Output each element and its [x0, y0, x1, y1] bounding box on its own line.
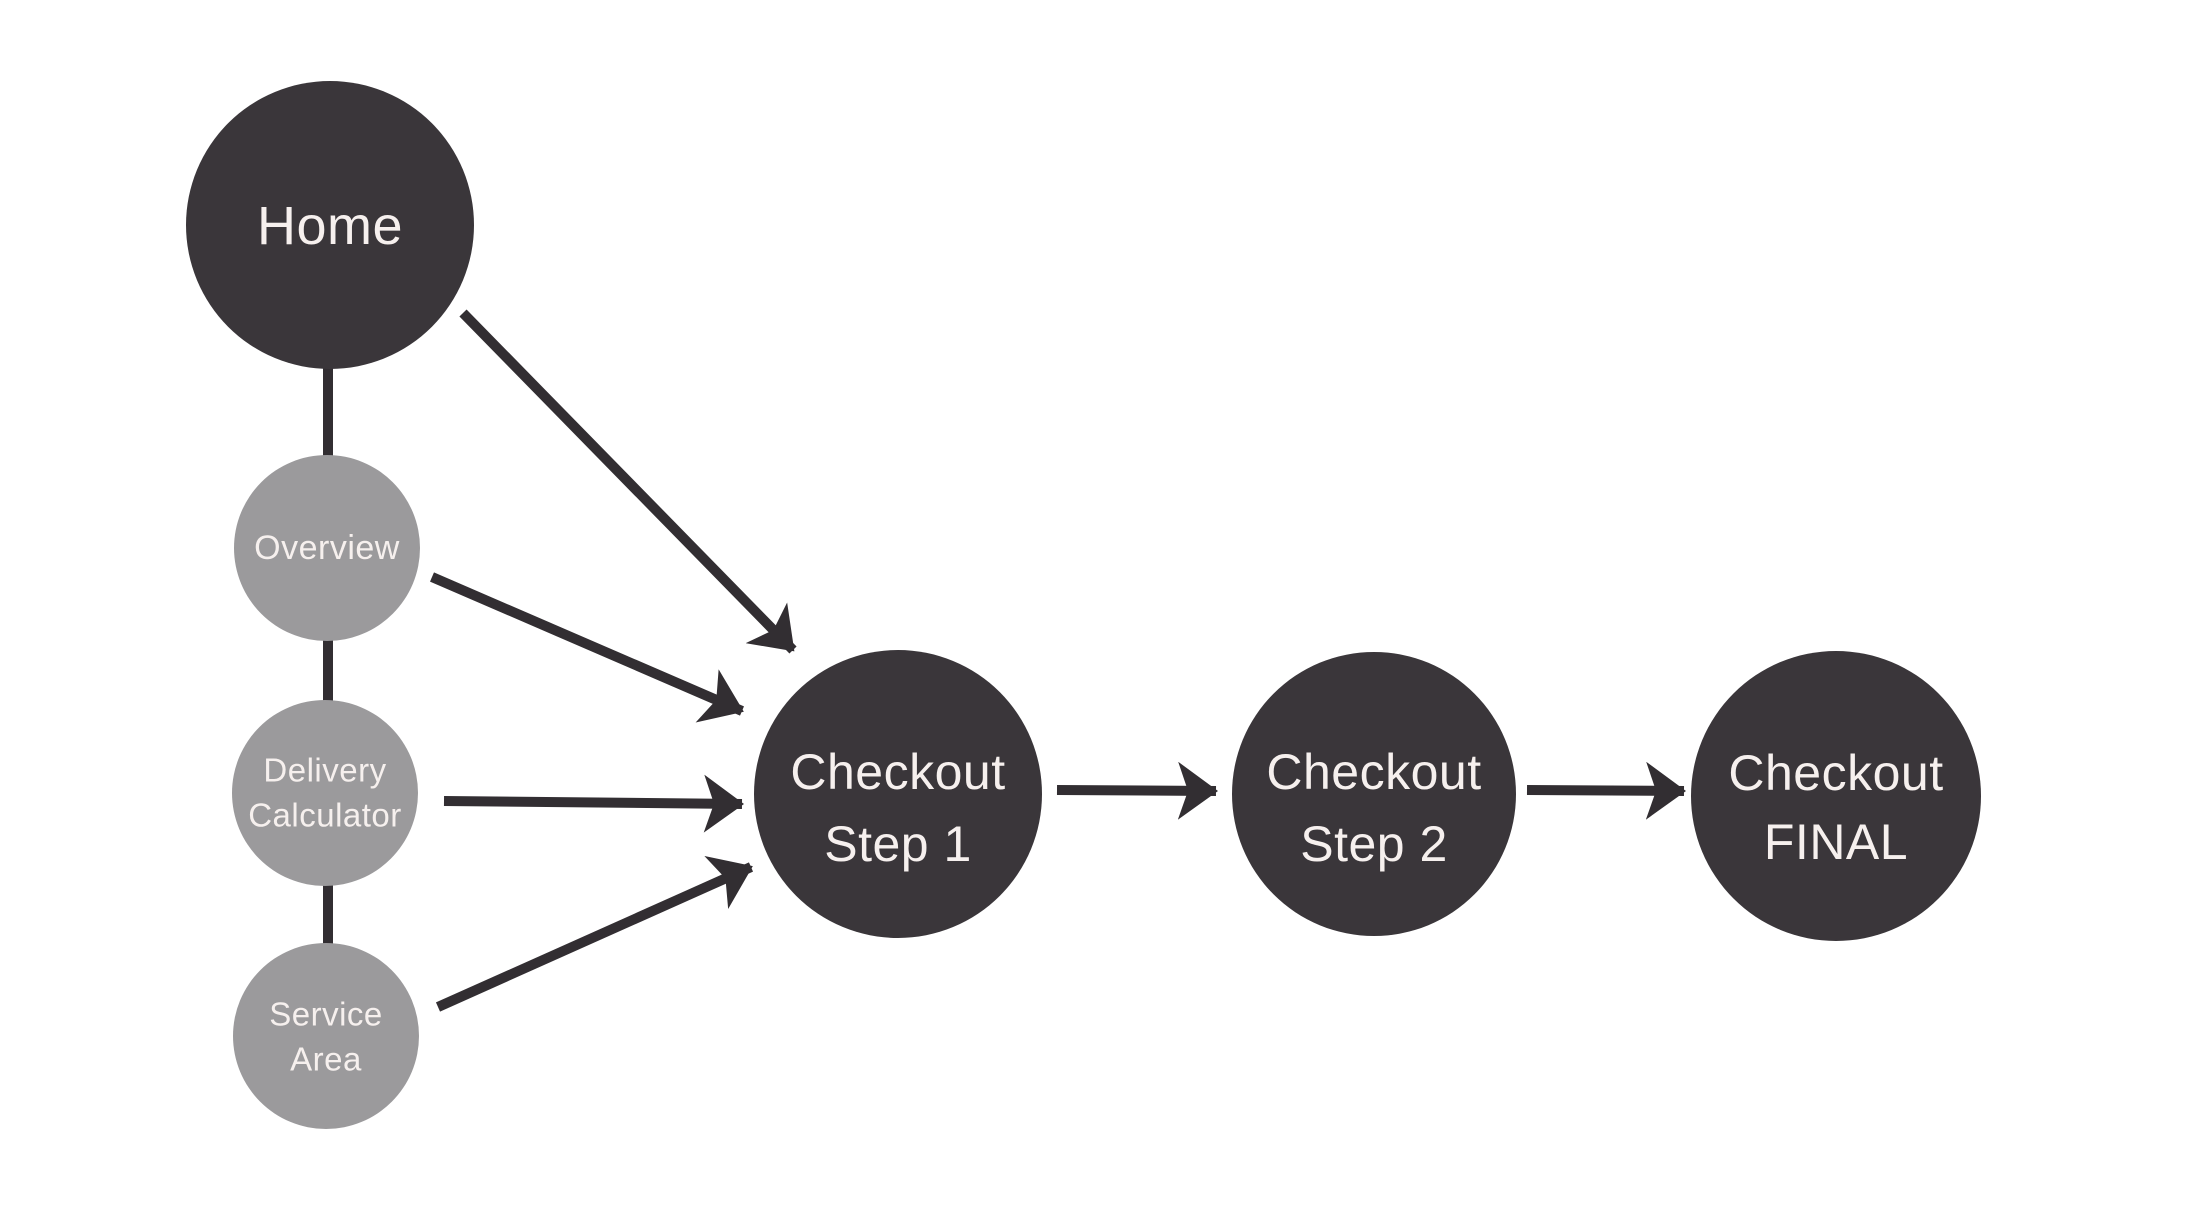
- node-service-area-label-line1: Service: [269, 996, 383, 1033]
- edge-home-to-checkout-step1: [459, 309, 797, 654]
- edge-service-area-to-checkout-step1: [435, 856, 754, 1012]
- node-delivery-calculator-label-line2: Calculator: [248, 797, 402, 834]
- node-home-circle: [186, 81, 474, 369]
- node-overview-circle: [234, 455, 420, 641]
- node-checkout-final-label-line1: Checkout: [1728, 745, 1943, 801]
- edge-checkout-step1-to-checkout-step2: [1056, 761, 1218, 820]
- node-delivery-calculator-label-line1: Delivery: [263, 752, 386, 789]
- node-service-area-label-line2: Area: [290, 1041, 362, 1078]
- node-checkout-step1-label-line1: Checkout: [790, 744, 1005, 800]
- node-checkout-step2-label-line2: Step 2: [1300, 816, 1448, 872]
- node-home-label: Home: [257, 196, 403, 256]
- edge-delivery-calculator-to-checkout-step1: [443, 774, 744, 833]
- node-checkout-final-label-line2: FINAL: [1764, 814, 1908, 870]
- node-checkout-step1-label-line2: Step 1: [824, 816, 972, 872]
- node-checkout-step2-circle: [1232, 652, 1516, 936]
- node-checkout-step1-circle: [754, 650, 1042, 938]
- node-delivery-calculator-circle: [232, 700, 418, 886]
- node-overview-label: Overview: [254, 529, 400, 567]
- node-service-area-circle: [233, 943, 419, 1129]
- edge-overview-to-checkout-step1: [430, 572, 744, 723]
- node-checkout-final-circle: [1691, 651, 1981, 941]
- node-checkout-step2-label-line1: Checkout: [1266, 744, 1481, 800]
- edge-checkout-step2-to-checkout-final: [1526, 761, 1686, 820]
